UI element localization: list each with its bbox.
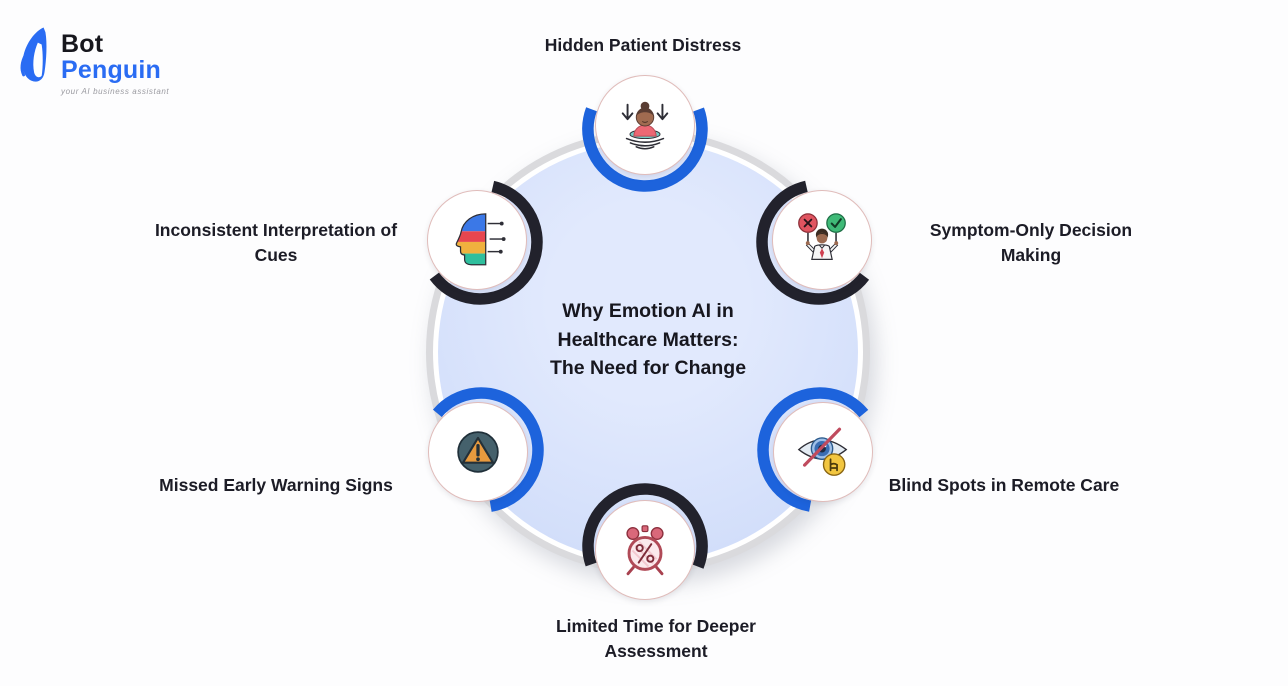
node-inconsistent-cues	[427, 190, 527, 290]
penguin-icon	[20, 27, 47, 82]
node-limited-time	[595, 500, 695, 600]
node-missed-warnings	[428, 402, 528, 502]
center-title-line: Healthcare Matters:	[557, 328, 739, 351]
layered-head-icon	[455, 213, 506, 266]
brand-tagline: your AI business assistant	[61, 87, 170, 96]
node-blind-spots	[773, 402, 873, 502]
center-title-line: The Need for Change	[549, 357, 747, 380]
drowning-patient-icon	[621, 101, 669, 150]
label-blind-spots: Blind Spots in Remote Care	[888, 475, 1120, 495]
label-limited-time: Limited Time for Deeper Assessment	[555, 616, 756, 661]
blind-eye-icon	[797, 427, 848, 476]
label-symptom-only-decision: Symptom-Only Decision Making	[929, 220, 1133, 265]
alarm-clock-icon	[626, 525, 664, 576]
node-arc-bottom-left	[418, 387, 544, 513]
node-arc-bottom	[582, 483, 708, 609]
node-arc-top	[582, 66, 708, 192]
brand-name-top: Bot	[61, 30, 104, 58]
node-arc-bottom-right	[757, 387, 883, 513]
logo-wordmark: Bot Penguin your AI business assistant	[61, 26, 169, 96]
brand-name-bottom: Penguin	[61, 55, 162, 84]
node-hidden-patient-distress	[595, 75, 695, 175]
label-missed-warnings: Missed Early Warning Signs	[159, 475, 393, 495]
label-inconsistent-cues: Inconsistent Interpretation of Cues	[154, 220, 398, 265]
botpenguin-logo: Bot Penguin your AI business assistant	[16, 26, 169, 96]
decision-person-icon	[798, 213, 846, 260]
center-title-line: Why Emotion AI in	[562, 300, 734, 322]
center-title: Why Emotion AI in Healthcare Matters: Th…	[498, 297, 798, 383]
node-arc-top-left	[417, 179, 543, 305]
node-arc-top-right	[756, 179, 882, 305]
label-hidden-patient-distress: Hidden Patient Distress	[544, 35, 742, 55]
warning-triangle-icon	[457, 431, 499, 473]
node-symptom-only-decision	[772, 190, 872, 290]
